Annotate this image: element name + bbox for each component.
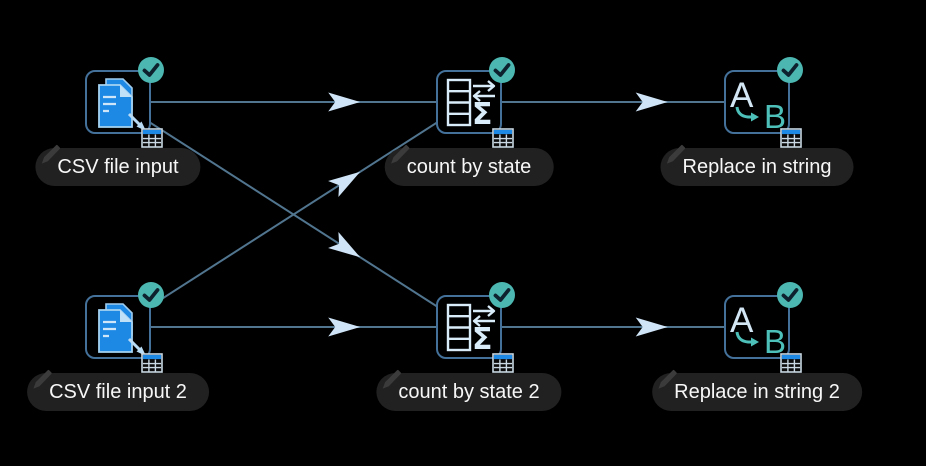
- node-box[interactable]: [724, 70, 790, 134]
- pencil-icon: [41, 145, 60, 164]
- node-csv-file-input[interactable]: [85, 57, 164, 148]
- node-count-by-state-2[interactable]: Σ: [436, 282, 515, 373]
- node-label-csv-file-input-2[interactable]: CSV file input 2: [27, 370, 209, 411]
- node-label-csv-file-input[interactable]: CSV file input: [35, 145, 201, 186]
- node-label-replace-in-string-2[interactable]: Replace in string 2: [652, 370, 862, 411]
- success-check-icon[interactable]: [137, 56, 165, 84]
- svg-text:A: A: [730, 76, 754, 115]
- success-check-icon[interactable]: [488, 56, 516, 84]
- data-grid-icon[interactable]: [492, 353, 514, 373]
- node-label-count-by-state[interactable]: count by state: [384, 145, 554, 186]
- hop-arrow[interactable]: [328, 92, 361, 112]
- node-box[interactable]: [724, 295, 790, 359]
- pencil-icon: [666, 145, 686, 164]
- node-count-by-state[interactable]: Σ: [436, 57, 515, 148]
- svg-text:B: B: [764, 98, 786, 134]
- a-to-b-replace-icon: A B: [730, 301, 786, 359]
- hop-arrow[interactable]: [635, 92, 668, 112]
- success-check-icon[interactable]: [488, 281, 516, 309]
- node-label-replace-in-string[interactable]: Replace in string: [660, 145, 854, 186]
- hop-line[interactable]: [117, 101, 470, 328]
- svg-text:B: B: [764, 323, 786, 359]
- node-label-text: CSV file input 2: [49, 381, 187, 403]
- node-label-text: count by state: [406, 156, 532, 178]
- data-grid-icon[interactable]: [780, 353, 802, 373]
- node-label-count-by-state-2[interactable]: count by state 2: [376, 370, 562, 411]
- pencil-icon: [658, 370, 677, 389]
- a-to-b-replace-icon: A B: [730, 76, 786, 134]
- svg-text:Σ: Σ: [472, 97, 493, 132]
- node-replace-in-string-2[interactable]: A B: [724, 282, 803, 373]
- node-label-text: CSV file input: [57, 156, 179, 178]
- data-grid-icon[interactable]: [141, 353, 163, 373]
- data-grid-icon[interactable]: [780, 128, 802, 148]
- node-label-text: Replace in string: [682, 156, 832, 178]
- svg-text:A: A: [730, 301, 754, 340]
- hop-arrow[interactable]: [635, 317, 668, 337]
- table-sigma-exchange-icon: Σ: [446, 78, 496, 132]
- hop-arrow[interactable]: [328, 317, 361, 337]
- hop-arrow[interactable]: [328, 171, 361, 197]
- csv-document-icon: [98, 78, 146, 131]
- data-grid-icon[interactable]: [141, 128, 163, 148]
- hop-arrow[interactable]: [328, 232, 361, 258]
- pencil-icon: [382, 370, 401, 389]
- node-replace-in-string[interactable]: A B: [724, 57, 803, 148]
- table-sigma-exchange-icon: Σ: [446, 303, 496, 357]
- data-grid-icon[interactable]: [492, 128, 514, 148]
- pencil-icon: [391, 145, 410, 164]
- svg-text:Σ: Σ: [472, 322, 493, 357]
- success-check-icon[interactable]: [137, 281, 165, 309]
- success-check-icon[interactable]: [776, 56, 804, 84]
- node-label-text: count by state 2: [398, 381, 540, 403]
- pencil-icon: [33, 370, 52, 389]
- success-check-icon[interactable]: [776, 281, 804, 309]
- node-label-text: Replace in string 2: [674, 381, 840, 403]
- node-csv-file-input-2[interactable]: [85, 282, 164, 373]
- csv-document-icon: [98, 303, 146, 356]
